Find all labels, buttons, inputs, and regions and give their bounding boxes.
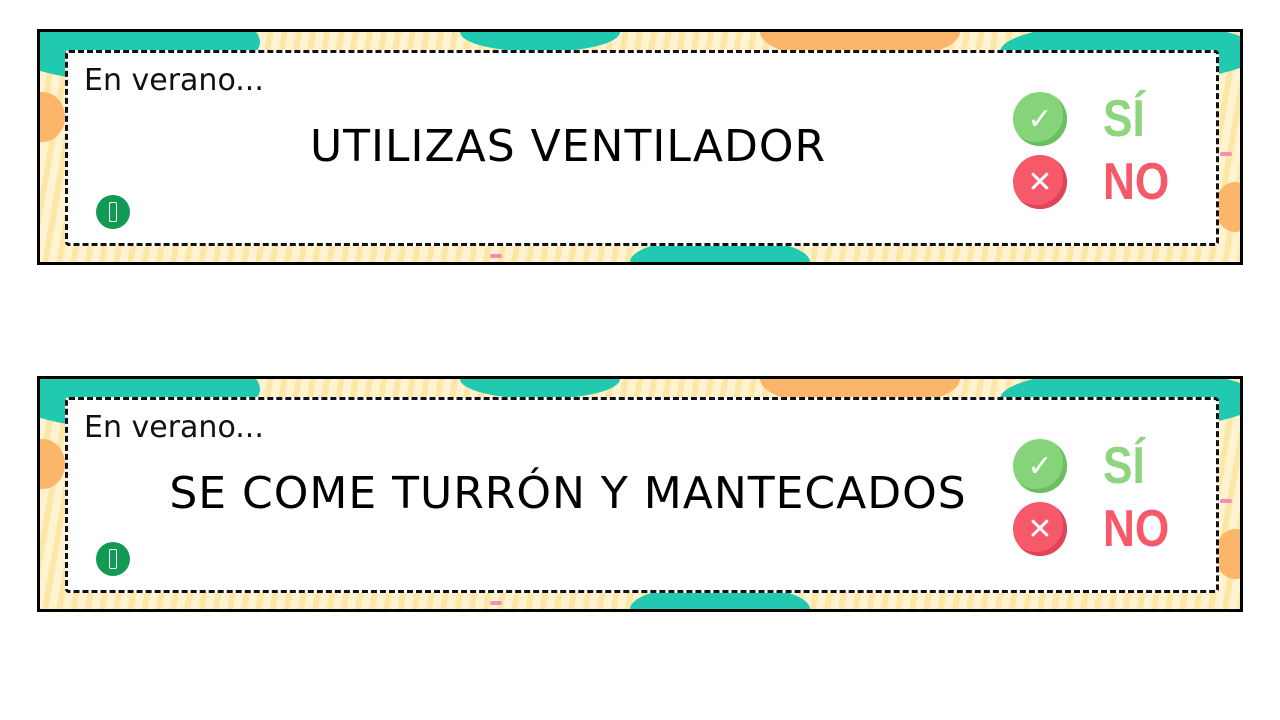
card-1: En verano... UTILIZAS VENTILADOR ✓ SÍ ✕ … — [37, 29, 1243, 265]
statement-text: UTILIZAS VENTILADOR — [309, 121, 827, 172]
logo-icon — [96, 542, 130, 576]
orange-slice-decoration — [1215, 529, 1240, 579]
lead-text: En verano... — [84, 410, 264, 445]
orange-slice-decoration — [40, 92, 65, 142]
no-option[interactable]: ✕ NO — [1013, 152, 1181, 212]
lead-text: En verano... — [84, 63, 264, 98]
orange-slice-decoration — [40, 439, 65, 489]
check-circle-icon: ✓ — [1013, 92, 1067, 146]
card-content: En verano... SE COME TURRÓN Y MANTECADOS… — [65, 397, 1219, 593]
yes-label: SÍ — [1103, 90, 1145, 148]
no-label: NO — [1103, 153, 1170, 211]
leaf-decoration — [460, 379, 620, 399]
yes-option[interactable]: ✓ SÍ — [1013, 436, 1152, 496]
logo-icon — [96, 195, 130, 229]
leaf-decoration — [460, 32, 620, 52]
no-option[interactable]: ✕ NO — [1013, 499, 1181, 559]
statement-text: SE COME TURRÓN Y MANTECADOS — [169, 468, 967, 519]
check-circle-icon: ✓ — [1013, 439, 1067, 493]
no-label: NO — [1103, 500, 1170, 558]
card-2: En verano... SE COME TURRÓN Y MANTECADOS… — [37, 376, 1243, 612]
x-circle-icon: ✕ — [1013, 502, 1067, 556]
x-circle-icon: ✕ — [1013, 155, 1067, 209]
orange-slice-decoration — [1215, 182, 1240, 232]
yes-label: SÍ — [1103, 437, 1145, 495]
card-content: En verano... UTILIZAS VENTILADOR ✓ SÍ ✕ … — [65, 50, 1219, 246]
yes-option[interactable]: ✓ SÍ — [1013, 89, 1152, 149]
